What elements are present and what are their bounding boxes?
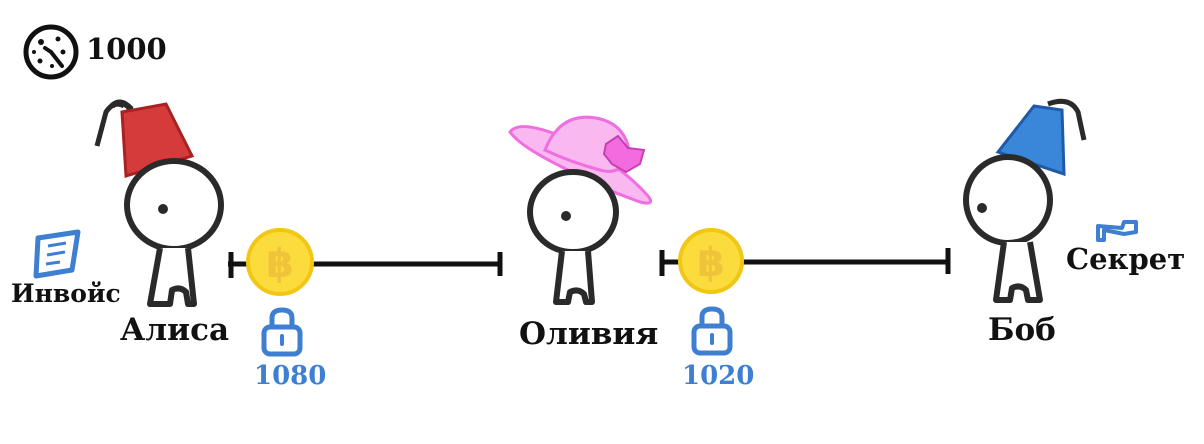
alice-name: Алиса (120, 312, 230, 348)
clock-icon (23, 24, 79, 80)
olivia-name: Оливия (519, 316, 659, 352)
alice-figure (94, 99, 224, 307)
olivia-figure (508, 115, 653, 305)
bitcoin-coin-icon: ฿ (678, 228, 744, 294)
lock-icon (261, 307, 303, 357)
svg-text:฿: ฿ (266, 241, 294, 287)
secret-label: Секрет (1066, 242, 1186, 276)
channel-alice-olivia: ฿ (228, 228, 503, 357)
bob-name: Боб (988, 312, 1056, 348)
invoice-label: Инвойс (11, 279, 121, 308)
lock-icon (691, 306, 733, 356)
block-height-label: 1000 (86, 32, 167, 66)
svg-text:฿: ฿ (697, 240, 725, 286)
lock-timeout-label: 1020 (682, 361, 755, 391)
channel-olivia-bob: ฿ (659, 228, 951, 356)
bob-figure (963, 98, 1087, 303)
key-icon (1096, 220, 1138, 242)
lock-timeout-label: 1080 (254, 361, 327, 391)
bitcoin-coin-icon: ฿ (246, 228, 314, 296)
pink-hat-icon (508, 115, 653, 205)
invoice-icon (33, 229, 81, 279)
red-fez-icon (94, 99, 195, 178)
